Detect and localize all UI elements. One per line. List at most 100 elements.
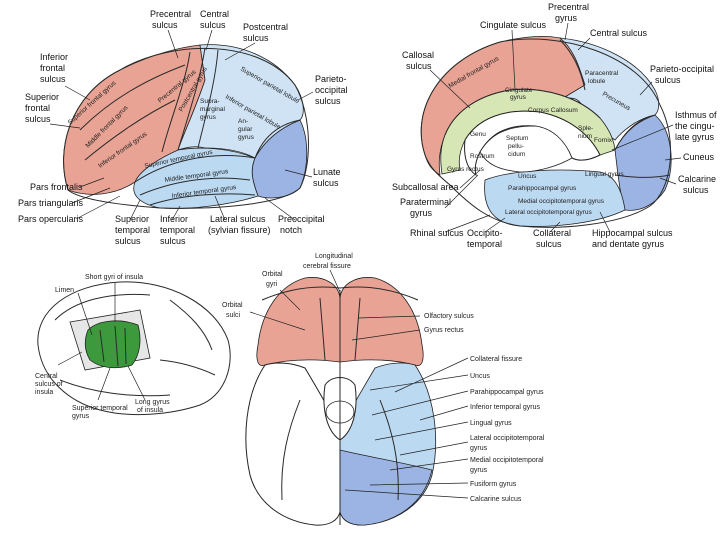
svg-text:sulcus: sulcus: [40, 74, 66, 84]
svg-text:Superior temporal: Superior temporal: [72, 405, 128, 412]
svg-text:lobule: lobule: [588, 78, 606, 85]
svg-text:sulcus: sulcus: [315, 96, 341, 106]
med-rostrum: Rostrum: [470, 153, 495, 160]
svg-text:Medial occipitotemporal: Medial occipitotemporal: [470, 457, 544, 464]
lateral-view: Superior frontal gyrus Middle frontal gy…: [18, 9, 348, 246]
svg-text:sulcus: sulcus: [406, 61, 432, 71]
insula-view: Short gyri of insula Limen Central sulcu…: [35, 274, 231, 420]
svg-text:sulcus: sulcus: [536, 239, 562, 249]
svg-text:Orbital: Orbital: [222, 302, 243, 309]
lat-pars-opercularis: Pars opercularis: [18, 214, 84, 224]
svg-text:gyri: gyri: [266, 281, 278, 288]
svg-text:Lateral occipitotemporal: Lateral occipitotemporal: [470, 435, 545, 442]
svg-text:sulcus: sulcus: [313, 178, 339, 188]
lat-postcentral-sulcus-label: Postcentral sulcus: [243, 22, 288, 43]
basal-left-frontal: [256, 277, 341, 367]
svg-text:Central: Central: [200, 9, 229, 19]
svg-text:Parieto-occipital: Parieto-occipital: [650, 64, 714, 74]
med-parahippocampal: Parahippocampal gyrus: [508, 185, 577, 192]
svg-text:Parahippocampal gyrus: Parahippocampal gyrus: [470, 389, 544, 396]
lat-angular-gyrus: An- gular gyrus: [238, 118, 255, 141]
svg-text:of insula: of insula: [137, 407, 163, 414]
ins-superior-temporal-label: Superior temporal gyrus: [72, 405, 128, 420]
svg-text:gyrus: gyrus: [555, 13, 578, 23]
med-genu: Genu: [470, 131, 486, 138]
med-central-sulcus-label: Central sulcus: [590, 28, 648, 38]
svg-text:sulcus: sulcus: [115, 236, 141, 246]
lat-central-sulcus-label: Central sulcus: [200, 9, 229, 30]
lat-pars-frontalis: Pars frontalis: [30, 182, 83, 192]
svg-text:frontal: frontal: [40, 63, 65, 73]
med-parieto-occipital-label: Parieto-occipital sulcus: [650, 64, 714, 85]
ins-long-gyrus-label: Long gyrus of insula: [135, 399, 170, 414]
svg-text:cerebral fissure: cerebral fissure: [303, 263, 351, 270]
svg-text:and dentate gyrus: and dentate gyrus: [592, 239, 665, 249]
med-medial-occipitotemporal: Medial occipitotemporal gyrus: [518, 198, 605, 205]
basal-right-labels: Collateral fissure Uncus Parahippocampal…: [470, 356, 545, 503]
svg-text:sulcus: sulcus: [160, 236, 186, 246]
svg-text:gyrus: gyrus: [238, 134, 255, 141]
lat-inferior-frontal-sulcus-label: Inferior frontal sulcus: [40, 52, 68, 84]
svg-text:the cingu-: the cingu-: [675, 121, 715, 131]
medial-view: Medial frontal gyrus Paracentral lobule …: [392, 2, 717, 249]
basal-left-temporal: [245, 362, 341, 526]
septum-region: [479, 125, 573, 173]
svg-text:occipital: occipital: [315, 85, 348, 95]
basal-right-occipital: [339, 449, 433, 526]
lat-inferior-temporal-sulcus-label: Inferior temporal sulcus: [160, 214, 195, 246]
svg-text:Preoccipital: Preoccipital: [278, 214, 325, 224]
med-isthmus-label: Isthmus of the cingu- late gyrus: [675, 110, 717, 142]
svg-text:pellu-: pellu-: [508, 143, 524, 150]
lat-lateral-sulcus-label: Lateral sulcus (sylvian fissure): [208, 214, 271, 235]
med-rhinal-label: Rhinal sulcus: [410, 228, 464, 238]
svg-text:temporal: temporal: [467, 239, 502, 249]
svg-text:nium: nium: [578, 133, 592, 140]
svg-text:temporal: temporal: [160, 225, 195, 235]
svg-text:notch: notch: [280, 225, 302, 235]
med-gyrus-rectus: Gyrus rectus: [447, 166, 485, 173]
svg-text:Calcarine: Calcarine: [678, 174, 716, 184]
svg-text:Parieto-: Parieto-: [315, 74, 347, 84]
svg-text:Inferior temporal gyrus: Inferior temporal gyrus: [470, 404, 541, 411]
med-callosal-sulcus-label: Callosal sulcus: [402, 50, 434, 71]
svg-text:Long gyrus: Long gyrus: [135, 399, 170, 406]
med-calcarine-label: Calcarine sulcus: [678, 174, 716, 195]
med-hippocampal-label: Hippocampal sulcus and dentate gyrus: [592, 228, 673, 249]
svg-text:Callosal: Callosal: [402, 50, 434, 60]
svg-text:Precentral: Precentral: [150, 9, 191, 19]
ins-limen-label: Limen: [55, 287, 74, 294]
lat-lunate-sulcus-label: Lunate sulcus: [313, 167, 341, 188]
med-paracentral-lobule: Paracentral lobule: [585, 70, 619, 85]
svg-text:late gyrus: late gyrus: [675, 132, 715, 142]
basal-gyrus-rectus-label: Gyrus rectus: [424, 327, 464, 334]
med-cuneus-label: Cuneus: [683, 152, 715, 162]
med-occipitotemporal-label: Occipito- temporal: [467, 228, 503, 249]
basal-right-frontal: [339, 277, 424, 367]
svg-text:Hippocampal sulcus: Hippocampal sulcus: [592, 228, 673, 238]
svg-text:Inferior: Inferior: [40, 52, 68, 62]
insula-region: [84, 320, 141, 369]
ins-short-gyri-label: Short gyri of insula: [85, 274, 143, 281]
svg-text:gyrus: gyrus: [470, 467, 488, 474]
svg-text:Postcentral: Postcentral: [243, 22, 288, 32]
svg-text:Uncus: Uncus: [470, 373, 490, 380]
svg-text:Superior: Superior: [115, 214, 149, 224]
svg-text:Lingual gyrus: Lingual gyrus: [470, 420, 512, 427]
med-cingulate-gyrus: Cingulate gyrus: [505, 87, 533, 101]
svg-text:Sple-: Sple-: [578, 125, 593, 132]
svg-text:gyrus: gyrus: [410, 208, 433, 218]
svg-text:Septum: Septum: [506, 135, 528, 142]
svg-text:Fusiform gyrus: Fusiform gyrus: [470, 481, 517, 488]
basal-longitudinal-label: Longitudinal cerebral fissure: [303, 253, 353, 270]
svg-text:Collateral fissure: Collateral fissure: [470, 356, 522, 363]
ins-central-sulcus-label: Central sulcus of insula: [35, 373, 63, 396]
svg-text:Calcarine sulcus: Calcarine sulcus: [470, 496, 522, 503]
svg-text:Lateral sulcus: Lateral sulcus: [210, 214, 266, 224]
svg-text:frontal: frontal: [25, 103, 50, 113]
svg-text:Isthmus of: Isthmus of: [675, 110, 717, 120]
lat-superior-temporal-sulcus-label: Superior temporal sulcus: [115, 214, 150, 246]
basal-orbital-sulci-label: Orbital sulci: [222, 302, 243, 319]
med-uncus: Uncus: [518, 173, 537, 180]
svg-text:Lunate: Lunate: [313, 167, 341, 177]
